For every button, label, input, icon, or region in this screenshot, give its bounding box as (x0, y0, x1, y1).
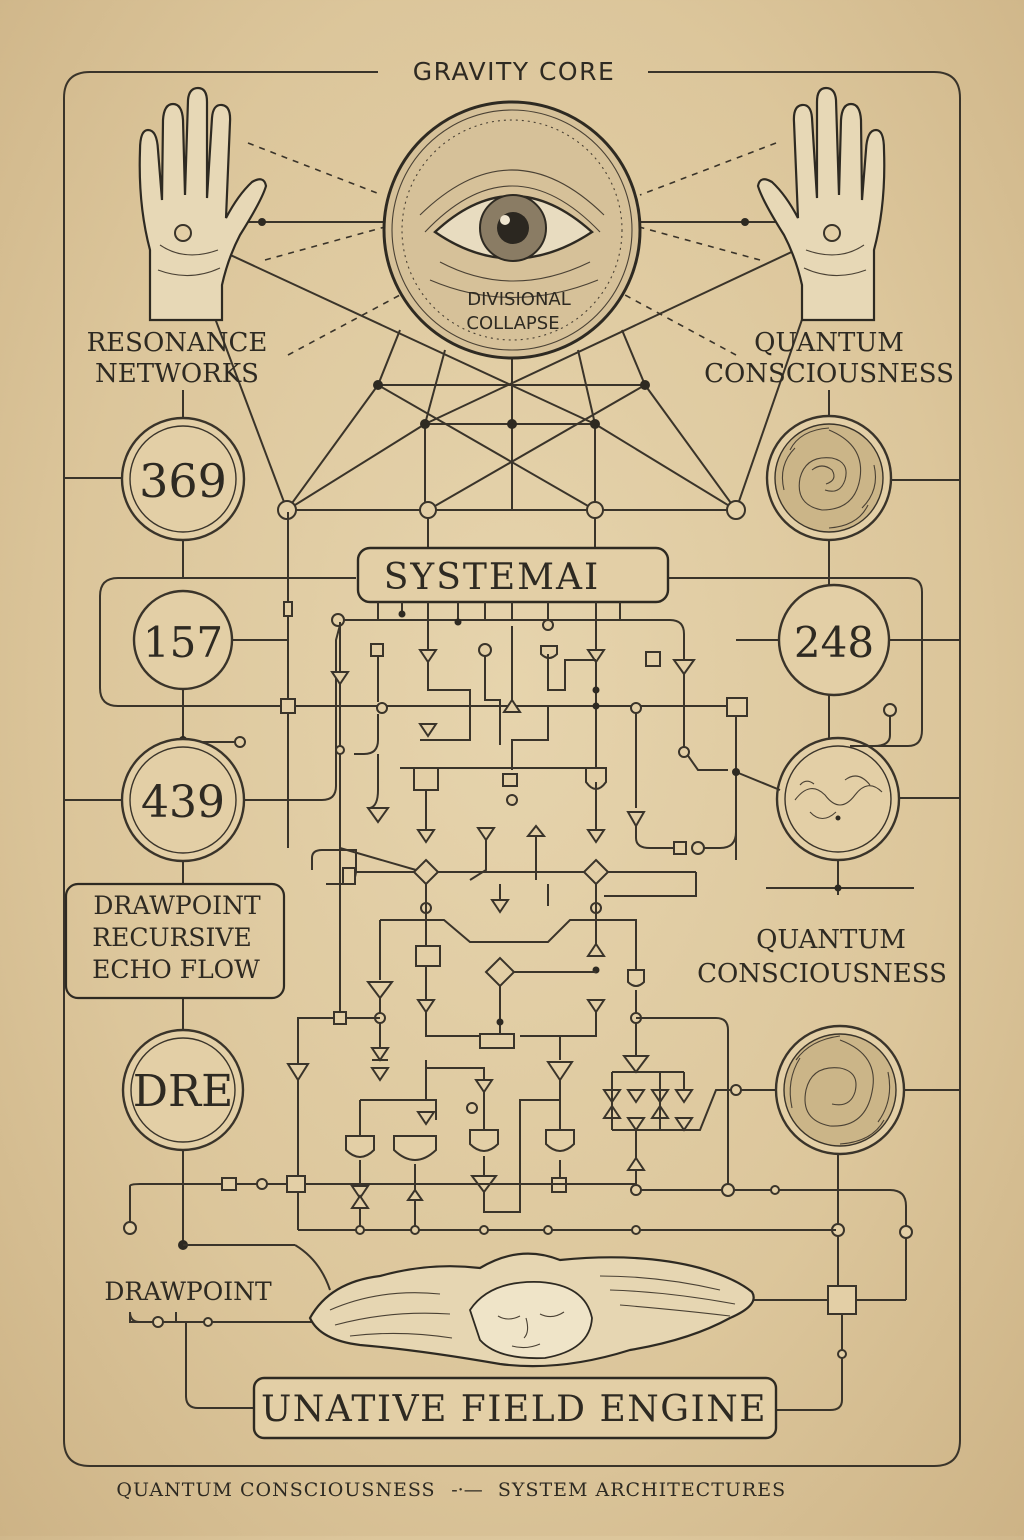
drawpoint-box-line3: ECHO FLOW (92, 955, 260, 984)
quantum-label-2-line1: QUANTUM (756, 925, 906, 955)
footer-left: QUANTUM CONSCIOUSNESS (116, 1479, 435, 1501)
resonance-label-line2: NETWORKS (95, 359, 259, 389)
ring-369 (120, 416, 246, 542)
palm-hand-icon-left (138, 86, 268, 322)
left-column-wiring (64, 390, 356, 1291)
engine-label: UNATIVE FIELD ENGINE (261, 1389, 767, 1430)
header-title: GRAVITY CORE (413, 57, 616, 86)
ring-248 (777, 583, 891, 697)
footer-right: SYSTEM ARCHITECTURES (498, 1479, 786, 1501)
ring-157 (132, 589, 234, 691)
swirl-disc-icon-top (765, 414, 893, 542)
eye-sphere-icon (382, 100, 642, 360)
ring-dre (121, 1028, 245, 1152)
dashed-rays (247, 142, 777, 356)
number-248: 248 (794, 618, 874, 667)
dre-label: DRE (133, 1066, 234, 1117)
resonance-label-line1: RESONANCE (87, 328, 268, 358)
sleeping-face-icon (308, 1252, 755, 1368)
footer-separator: -·— (451, 1479, 482, 1501)
number-369: 369 (139, 454, 227, 508)
palm-hand-icon-right (756, 86, 886, 322)
eye-label-line1: DIVISIONAL (467, 289, 571, 310)
outer-frame (63, 71, 961, 1467)
number-157: 157 (143, 618, 223, 667)
right-column-wiring (668, 390, 960, 1190)
drawpoint-recursive-box (64, 882, 286, 1000)
eye-label-line2: COLLAPSE (466, 313, 559, 334)
quantum-label-1-line2: CONSCIOUSNESS (704, 359, 954, 389)
drawpoint-label: DRAWPOINT (104, 1277, 272, 1306)
glyph-disc-icon (775, 736, 901, 862)
drawpoint-box-line2: RECURSIVE (92, 923, 251, 952)
systema-label: SYSTEMAI (384, 557, 600, 598)
quantum-label-1-line1: QUANTUM (754, 328, 904, 358)
number-439: 439 (141, 777, 225, 828)
swirl-disc-icon-bottom (774, 1024, 906, 1156)
engine-box (252, 1376, 778, 1440)
drawpoint-box-line1: DRAWPOINT (93, 891, 261, 920)
quantum-label-2-line2: CONSCIOUSNESS (697, 959, 947, 989)
central-circuit (123, 512, 913, 1411)
ring-439 (120, 737, 246, 863)
